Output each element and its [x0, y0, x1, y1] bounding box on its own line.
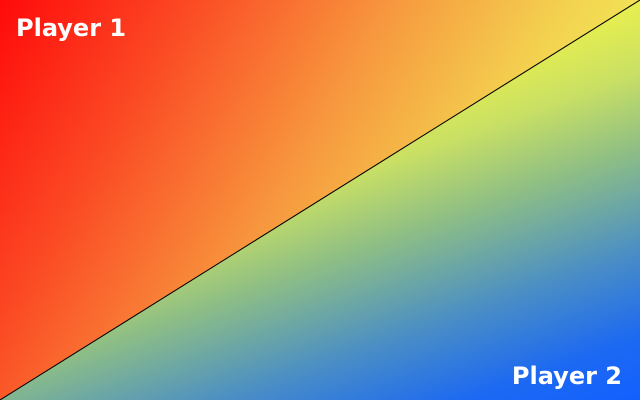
player-1-label: Player 1 — [16, 14, 127, 42]
player-2-label: Player 2 — [511, 362, 622, 390]
